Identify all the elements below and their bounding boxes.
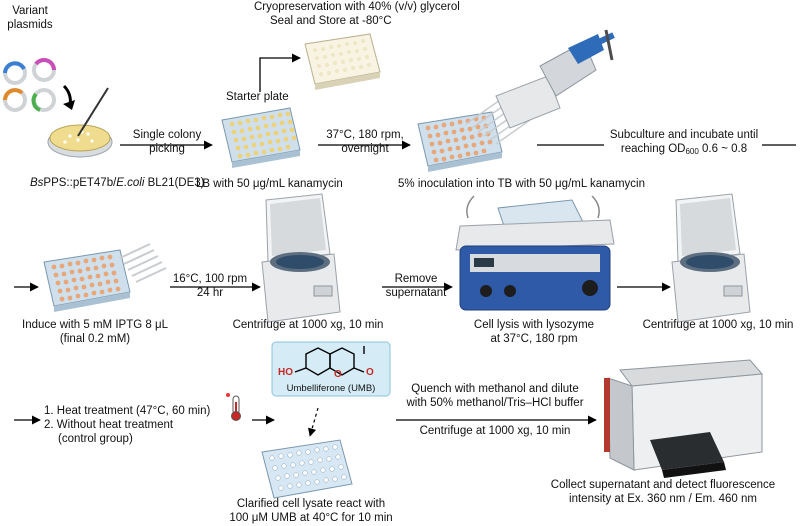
subculture-prefix: reaching OD xyxy=(620,143,686,155)
dashed-arrow-umb xyxy=(308,407,319,437)
variant-plasmids-line2: plasmids xyxy=(7,19,53,31)
starter-plate xyxy=(221,107,301,168)
without-heat-line1: 2. Without heat treatment xyxy=(44,419,174,431)
collect-line1: Collect supernatant and detect fluoresce… xyxy=(550,479,776,491)
quench-line2: with 50% methanol/Tris–HCl buffer xyxy=(406,397,584,409)
induction-cond-line1: 16°C, 100 rpm xyxy=(172,273,248,285)
clarified-line2: 100 μM UMB at 40°C for 10 min xyxy=(229,512,393,524)
starter-plate-label: Starter plate xyxy=(226,91,289,103)
thermometer-icon xyxy=(226,393,241,421)
plasmid-icons xyxy=(3,58,56,112)
cryo-plate xyxy=(304,33,381,90)
heat-treatment-label: 1. Heat treatment (47°C, 60 min) xyxy=(44,405,211,417)
growth-cond-line1: 37°C, 180 rpm, xyxy=(326,129,404,141)
single-colony-line2: picking xyxy=(149,143,185,155)
quench-label: Quench with methanol and dilute with 50%… xyxy=(392,382,598,410)
strain-bs: Bs xyxy=(30,177,44,189)
centrifuge-icon-2 xyxy=(671,193,751,323)
strain-label: BsPPS::pET47b/E.coli BL21(DE3) xyxy=(30,176,205,190)
subculture-label: Subculture and incubate until reaching O… xyxy=(604,128,764,159)
cell-lysis-line2: at 37°C, 180 rpm xyxy=(490,333,578,345)
cell-lysis-label: Cell lysis with lysozyme at 37°C, 180 rp… xyxy=(456,318,612,346)
umb-ring-o: O xyxy=(334,369,342,380)
reaction-plate xyxy=(261,439,353,499)
strain-ecoli: E.coli xyxy=(116,177,145,189)
induce-label: Induce with 5 mM IPTG 8 μL (final 0.2 mM… xyxy=(20,318,170,346)
induction-cond-line2: 24 hr xyxy=(196,287,224,299)
induce-line2: (final 0.2 mM) xyxy=(59,333,131,345)
lb-kan-label: LB with 50 μg/mL kanamycin xyxy=(196,178,343,190)
subculture-suffix: 0.6 ~ 0.8 xyxy=(698,143,748,155)
multichannel-pipette-icon xyxy=(465,29,615,145)
shaker-icon xyxy=(455,195,615,311)
subculture-line2: reaching OD600 0.6 ~ 0.8 xyxy=(604,142,764,159)
single-colony-line1: Single colony xyxy=(132,129,202,141)
cell-lysis-line1: Cell lysis with lysozyme xyxy=(473,319,595,331)
collect-line2: intensity at Ex. 360 nm / Em. 460 nm xyxy=(569,493,757,505)
single-colony-label: Single colony picking xyxy=(124,128,210,156)
induce-line1: Induce with 5 mM IPTG 8 μL xyxy=(22,319,168,331)
remove-line1: Remove xyxy=(394,273,438,285)
remove-supernatant-label: Remove supernatant xyxy=(378,272,454,300)
variant-plasmids-label: Variant plasmids xyxy=(4,4,56,32)
arrow-cryo xyxy=(259,53,301,92)
quench-line1: Quench with methanol and dilute xyxy=(411,383,579,395)
umb-name: Umbelliferone (UMB) xyxy=(286,383,376,394)
collect-label: Collect supernatant and detect fluoresce… xyxy=(548,478,778,506)
centrifuge-1-label: Centrifuge at 1000 xg, 10 min xyxy=(232,319,384,331)
inoculation-label: 5% inoculation into TB with 50 μg/mL kan… xyxy=(398,178,645,190)
clarified-label: Clarified cell lysate react with 100 μM … xyxy=(226,497,396,525)
growth-cond-line2: overnight xyxy=(341,143,389,155)
subculture-sub: 600 xyxy=(685,147,699,156)
variant-plasmids-line1: Variant xyxy=(12,5,48,17)
subculture-line1: Subculture and incubate until xyxy=(609,129,759,141)
strain-suffix: BL21(DE3) xyxy=(144,177,205,189)
clarified-line1: Clarified cell lysate react with xyxy=(236,498,386,510)
centrifuge-icon-1 xyxy=(261,193,341,323)
umb-carbonyl-o: O xyxy=(366,367,374,378)
tb-plate xyxy=(417,111,503,172)
induce-plate xyxy=(43,243,167,312)
plate-reader-icon xyxy=(604,359,764,478)
cryo-line1: Cryopreservation with 40% (v/v) glycerol xyxy=(254,1,460,13)
growth-cond-label: 37°C, 180 rpm, overnight xyxy=(322,128,408,156)
petri-dish xyxy=(47,87,113,158)
centrifuge-2-label: Centrifuge at 1000 xg, 10 min xyxy=(642,319,794,331)
umb-ho: HO xyxy=(278,367,293,378)
centrifuge-3-label: Centrifuge at 1000 xg, 10 min xyxy=(419,425,571,437)
cryo-line2: Seal and Store at -80°C xyxy=(270,15,392,27)
induction-cond-label: 16°C, 100 rpm 24 hr xyxy=(172,272,248,300)
remove-line2: supernatant xyxy=(385,287,447,299)
without-heat-line2: (control group) xyxy=(58,433,133,445)
strain-mid: PPS::pET47b/ xyxy=(43,177,117,189)
umb-structure-box xyxy=(271,341,391,397)
